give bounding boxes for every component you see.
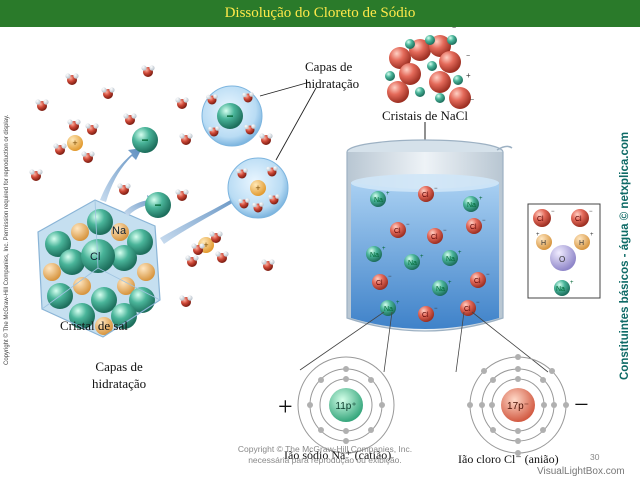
ion-plus-symbol: + [255,183,260,193]
salt-crystal [37,199,161,338]
inset-o-label: O [559,255,565,264]
ion-minus-symbol: − [141,133,148,147]
footer-copyright-line2: necessária para reprodução ou exibição. [248,455,402,465]
crystal-minus: − [452,25,456,32]
charge: − [551,209,555,215]
inset-h-label: H [541,240,546,247]
charge: − [589,209,593,215]
footer-copyright: Copyright © The McGraw-Hill Companies, I… [225,444,425,466]
charge: + [382,246,386,252]
beaker-ions: Na+ Cl− Na+ Cl− Cl− Cl− Na+ Na+ Na+ Cl− … [366,186,490,322]
inset-cl-label: Cl [537,216,544,223]
inset-cl-label: Cl [575,216,582,223]
sodium-nucleus-label: 11p⁺ [335,401,356,412]
title-bar: Dissolução do Cloreto de Sódio [0,0,640,27]
chloride-zoom-lines [455,311,549,373]
charge: − [434,186,438,192]
hydration-bottom-line2: hidratação [92,376,147,391]
charge: + [458,250,462,256]
inset-h-label: H [579,240,584,247]
ion-label: Cl [474,278,481,285]
crystal-minus: − [466,53,470,60]
footer-copyright-line1: Copyright © The McGraw-Hill Companies, I… [237,444,413,454]
page-title: Dissolução do Cloreto de Sódio [224,5,416,21]
ion-label: Cl [376,280,383,287]
ion-label: Cl [394,228,401,235]
ion-label: Na [408,260,417,267]
hydration-shells-label-bottom: Capas de hidratação [92,358,146,392]
ion-label: Cl [464,306,471,313]
hydration-shell-chloride: − [201,85,263,147]
hydration-bottom-line1: Capas de [95,359,143,374]
crystal-cl-label: Cl [90,251,100,263]
copyright-vertical: Copyright © The McGraw-Hill Companies, I… [4,95,14,365]
salt-crystal-label: Cristal de sal [60,318,128,333]
ion-label: Na [436,286,445,293]
ion-label: Cl [422,192,429,199]
charge: + [420,254,424,260]
ion-label: Cl [422,312,429,319]
hydration-top-line1: Capas de [305,59,353,74]
ion-label: Cl [470,224,477,231]
crystal-plus: + [466,71,471,80]
side-credit-vertical: Constituintes básicos - água © netxplica… [619,132,637,380]
page-number: 30 [590,452,600,462]
ion-minus-symbol: − [226,109,233,123]
nacl-crystal-cluster: − + − − [385,25,474,109]
charge: − [388,274,392,280]
hydration-top-line2: hidratação [305,76,360,91]
ion-plus-symbol: + [72,138,77,148]
ion-plus-symbol: + [203,240,208,250]
ion-label: Cl [431,234,438,241]
charge: − [476,300,480,306]
chloride-atom-model [467,354,569,456]
hydration-shell-sodium: + [227,157,289,219]
hydration-shells-label-top: Capas de hidratação [305,58,359,92]
charge: + [590,232,594,238]
watermark: VisualLightBox.com [537,466,625,477]
charge: − [486,272,490,278]
water-molecules-scattered [29,65,275,307]
crystal-minus: − [470,97,474,104]
sodium-ion-label: Ião sódio Na⁺ (catião) [284,448,392,462]
hydration-label-pointer [259,81,317,161]
chloride-nucleus-label: 17p⁻ [507,401,529,412]
side-credit-text: Constituintes básicos - água © netxplica… [619,131,631,380]
ion-label: Na [370,252,379,259]
nacl-crystals-label: Cristais de NaCl [382,108,468,123]
charge: + [448,280,452,286]
charge: + [396,300,400,306]
ion-minus-symbol: − [154,198,161,212]
ion-label: Na [467,202,476,209]
plus-sign: + [278,392,293,421]
charge: − [443,228,447,234]
sodium-zoom-lines [299,311,393,373]
ion-label: Na [446,256,455,263]
crystal-na-label: Na [112,225,127,237]
water-molecule-inset: Cl − Cl − H + H + O Na + [527,203,601,299]
ion-label: Na [374,197,383,204]
charge: − [482,218,486,224]
sodium-atom-model [297,356,395,454]
ion-label: Na [384,306,393,313]
charge: − [406,222,410,228]
charge: + [536,232,540,238]
charge: + [386,191,390,197]
minus-sign: − [574,390,589,419]
charge: + [479,196,483,202]
charge: − [434,306,438,312]
inset-na-label: Na [556,286,565,293]
copyright-vertical-text: Copyright © The McGraw-Hill Companies, I… [4,114,10,365]
charge: + [570,280,574,286]
chloride-ion-label: Ião cloro Cl⁻ (anião) [458,452,559,466]
